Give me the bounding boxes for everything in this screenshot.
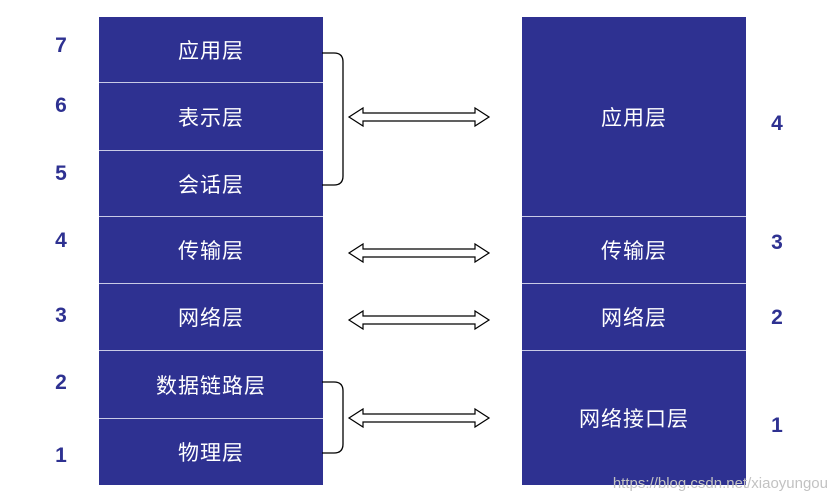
osi-layer-network: 网络层	[99, 283, 323, 350]
tcpip-layer-number-4: 4	[771, 112, 783, 135]
osi-layer-number-7: 7	[55, 34, 67, 57]
osi-layer-number-4: 4	[55, 229, 67, 252]
tcpip-layer-network-interface: 网络接口层	[522, 350, 746, 485]
mapping-arrow-transport	[348, 243, 490, 263]
osi-layer-session: 会话层	[99, 150, 323, 216]
osi-layer-data-link: 数据链路层	[99, 350, 323, 418]
tcpip-layer-number-3: 3	[771, 231, 783, 254]
osi-layer-number-5: 5	[55, 162, 67, 185]
watermark-url: https://blog.csdn.net/xiaoyungou	[612, 475, 828, 492]
tcpip-layer-internet: 网络层	[522, 283, 746, 350]
osi-layer-presentation: 表示层	[99, 82, 323, 150]
mapping-arrow-application	[348, 107, 490, 127]
tcpip-layer-number-2: 2	[771, 306, 783, 329]
osi-layer-application: 应用层	[178, 38, 244, 63]
mapping-arrow-network	[348, 310, 490, 330]
osi-layer-number-1: 1	[55, 444, 67, 467]
osi-layer-number-3: 3	[55, 304, 67, 327]
lower-brace	[322, 381, 344, 454]
tcpip-layer-transport: 传输层	[522, 216, 746, 283]
tcpip-model-stack: 应用层 传输层 网络层 网络接口层	[522, 17, 746, 485]
tcpip-layer-application: 应用层	[601, 105, 667, 130]
osi-layer-number-6: 6	[55, 94, 67, 117]
mapping-arrow-network-interface	[348, 408, 490, 428]
upper-brace	[322, 52, 344, 186]
osi-layer-transport: 传输层	[99, 216, 323, 283]
osi-layer-number-2: 2	[55, 371, 67, 394]
tcpip-layer-number-1: 1	[771, 414, 783, 437]
osi-layer-physical: 物理层	[99, 418, 323, 485]
osi-model-stack: 应用层 表示层 会话层 传输层 网络层 数据链路层 物理层	[99, 17, 323, 485]
